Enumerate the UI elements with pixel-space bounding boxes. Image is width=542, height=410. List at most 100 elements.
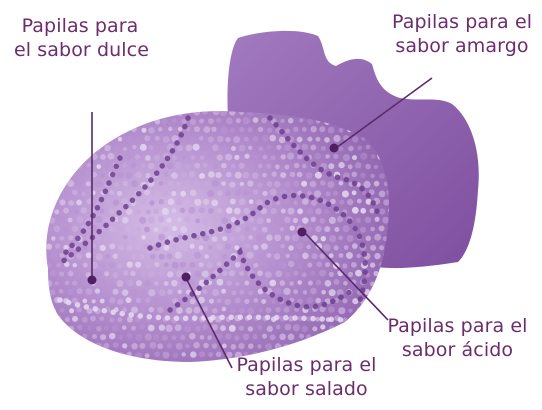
papilla-dot [357, 254, 361, 258]
papilla-dot [154, 262, 159, 267]
papilla-dot [176, 307, 183, 314]
papilla-dot [342, 191, 349, 198]
papilla-dot [40, 342, 47, 349]
papilla-dot [90, 316, 96, 322]
papilla-dot [221, 127, 228, 134]
papilla-dot [193, 181, 200, 188]
papilla-dot [119, 227, 125, 233]
papilla-dot [182, 352, 186, 356]
papilla-dot [181, 137, 186, 142]
papilla-dot [159, 181, 163, 185]
papilla-dot [267, 326, 273, 332]
papilla-dot [55, 315, 62, 322]
papilla-dot [199, 136, 204, 141]
papilla-dot [316, 280, 322, 286]
papilla-dot [118, 137, 122, 141]
papilla-dot [248, 290, 253, 295]
papilla-dot [42, 147, 47, 152]
papilla-dot [307, 191, 312, 196]
papilla-dot [258, 183, 263, 188]
papilla-dot [162, 191, 168, 197]
papilla-dot [122, 163, 127, 168]
papilla-dot [162, 226, 168, 232]
papilla-dot [108, 119, 114, 125]
papilla-dot [316, 334, 321, 339]
papilla-dot [68, 235, 73, 240]
papilla-dot [293, 271, 298, 276]
papilla-dot [145, 173, 150, 178]
papilla-dot [73, 154, 79, 160]
papilla-dot [374, 181, 380, 187]
papilla-dot [238, 343, 244, 349]
papilla-dot [86, 288, 93, 295]
papilla-dot [352, 190, 357, 195]
endpoint-sweet [88, 276, 97, 285]
papilla-dot [61, 181, 65, 185]
papilla-dot [343, 298, 348, 303]
papilla-dot [288, 334, 295, 341]
papilla-dot [365, 308, 370, 313]
papilla-dot [253, 117, 259, 123]
papilla-dot [63, 208, 69, 214]
papilla-dot [113, 289, 119, 295]
papilla-dot [285, 254, 290, 259]
papilla-dot [104, 128, 110, 134]
papilla-dot [288, 261, 294, 267]
papilla-dot [338, 307, 345, 314]
papilla-dot [280, 261, 287, 268]
papilla-dot [302, 253, 309, 260]
papilla-dot [314, 190, 321, 197]
papilla-dot [144, 189, 150, 195]
papilla-dot [108, 353, 114, 359]
papilla-dot [77, 325, 82, 330]
papilla-dot [267, 181, 273, 187]
papilla-dot [171, 191, 176, 196]
papilla-dot [82, 172, 87, 177]
papilla-dot [279, 334, 286, 341]
papilla-dot [348, 146, 354, 152]
papilla-dot [73, 334, 80, 341]
papilla-dot [135, 172, 142, 179]
papilla-dot [158, 216, 164, 222]
papilla-dot [312, 253, 318, 259]
papilla-dot [72, 119, 77, 124]
papilla-dot [234, 335, 240, 341]
papilla-dot [200, 191, 205, 196]
papilla-dot [41, 163, 47, 169]
papilla-dot [231, 164, 236, 169]
papilla-dot [142, 128, 147, 133]
papilla-dot [306, 172, 313, 179]
papilla-dot [178, 127, 182, 131]
papilla-dot [60, 308, 65, 313]
papilla-dot [45, 172, 51, 178]
papilla-dot [208, 352, 213, 357]
papilla-dot [150, 254, 156, 260]
papilla-dot [364, 181, 371, 188]
papilla-dot [217, 190, 222, 195]
papilla-dot [190, 299, 196, 305]
papilla-dot [172, 118, 177, 123]
papilla-dot [360, 153, 367, 160]
papilla-dot [226, 118, 233, 125]
papilla-dot [109, 243, 115, 249]
papilla-dot [229, 325, 236, 332]
papilla-dot [203, 325, 208, 330]
papilla-dot [343, 281, 348, 286]
papilla-dot [125, 172, 132, 179]
papilla-dot [361, 317, 366, 322]
papilla-dot [157, 343, 163, 349]
papilla-dot [185, 108, 190, 113]
papilla-dot [307, 208, 313, 214]
papilla-dot [148, 289, 155, 296]
papilla-dot [45, 225, 52, 232]
papilla-dot [185, 252, 191, 258]
papilla-dot [225, 154, 232, 161]
papilla-dot [99, 118, 105, 124]
papilla-dot [113, 272, 119, 278]
papilla-dot [333, 154, 338, 159]
papilla-dot [352, 335, 357, 340]
papilla-dot [100, 173, 105, 178]
papilla-dot [82, 299, 87, 304]
papilla-dot [285, 324, 292, 331]
papilla-dot [139, 108, 145, 114]
